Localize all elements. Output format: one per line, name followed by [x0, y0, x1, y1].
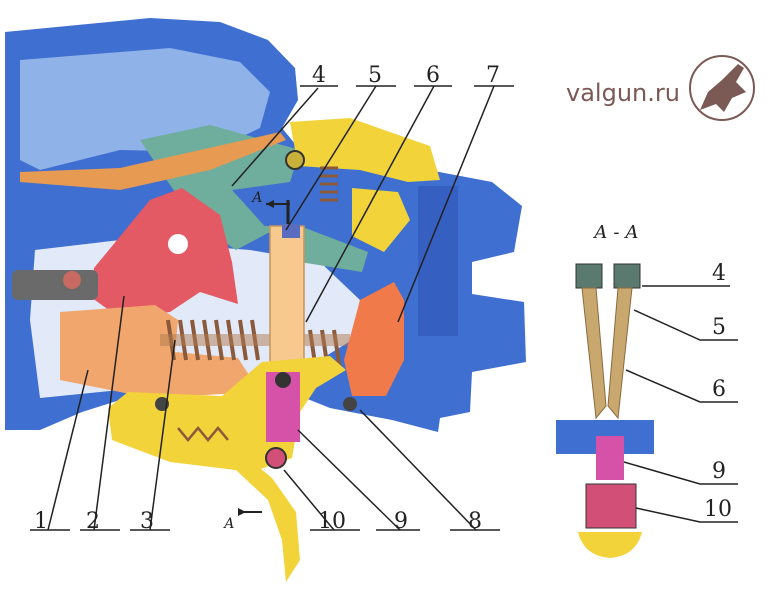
small-coil-spring — [320, 166, 338, 202]
pivot-pin-8 — [343, 397, 357, 411]
hammer-pivot-hole — [168, 234, 188, 254]
callout-labels-main: 1 2 3 4 5 6 7 8 9 10 — [34, 63, 500, 534]
receiver-lug — [418, 186, 458, 336]
callout-labels-section: 4 5 6 9 10 — [704, 261, 732, 522]
callout-9: 9 — [394, 509, 408, 534]
spring-guide — [160, 334, 350, 346]
bird-silhouette-icon — [700, 64, 746, 112]
section-blade-right — [607, 287, 633, 420]
link-pin-upper — [275, 372, 291, 388]
section-blade-left — [581, 287, 607, 420]
callout-4: 4 — [312, 63, 326, 88]
section-magenta-link — [596, 436, 624, 480]
section-callout-6: 6 — [712, 377, 726, 402]
flat-spring — [20, 132, 286, 190]
callout-8: 8 — [468, 509, 482, 534]
section-title: А - А — [592, 222, 639, 243]
hammer — [92, 188, 238, 318]
link-pin-lower — [265, 447, 287, 469]
sear — [60, 305, 260, 398]
section-callout-4: 4 — [712, 261, 726, 286]
top-yellow-plate — [290, 118, 440, 182]
callout-1: 1 — [34, 509, 48, 534]
leader-lines-main — [30, 85, 514, 531]
callout-2: 2 — [86, 509, 100, 534]
callout-10: 10 — [318, 509, 346, 534]
watermark-text: valgun.ru — [566, 79, 680, 107]
section-arrow-bottom: А — [223, 508, 262, 532]
trigger-blade — [236, 452, 300, 582]
section-head-right — [613, 263, 641, 289]
section-callout-10: 10 — [704, 497, 732, 522]
disconnector-pin — [285, 150, 305, 170]
svg-text:А: А — [251, 190, 263, 206]
trigger-spring — [177, 426, 229, 442]
leader-lines-section — [623, 285, 738, 523]
section-view — [556, 263, 654, 558]
svg-text:А: А — [223, 516, 235, 532]
callout-7: 7 — [486, 63, 500, 88]
callout-5: 5 — [368, 63, 382, 88]
section-callout-9: 9 — [712, 459, 726, 484]
cocking-rod — [12, 270, 98, 300]
rod-pin — [63, 271, 81, 289]
bar-head — [282, 224, 300, 238]
yellow-disconnector — [352, 188, 410, 252]
callout-3: 3 — [140, 509, 154, 534]
section-pin-block — [585, 483, 637, 529]
section-head-left — [575, 263, 603, 289]
section-callout-5: 5 — [712, 315, 726, 340]
section-arrow-top: А — [251, 190, 290, 208]
section-trigger-cap — [578, 532, 642, 558]
right-lever — [344, 282, 404, 396]
callout-6: 6 — [426, 63, 440, 88]
watermark-logo — [689, 55, 755, 121]
